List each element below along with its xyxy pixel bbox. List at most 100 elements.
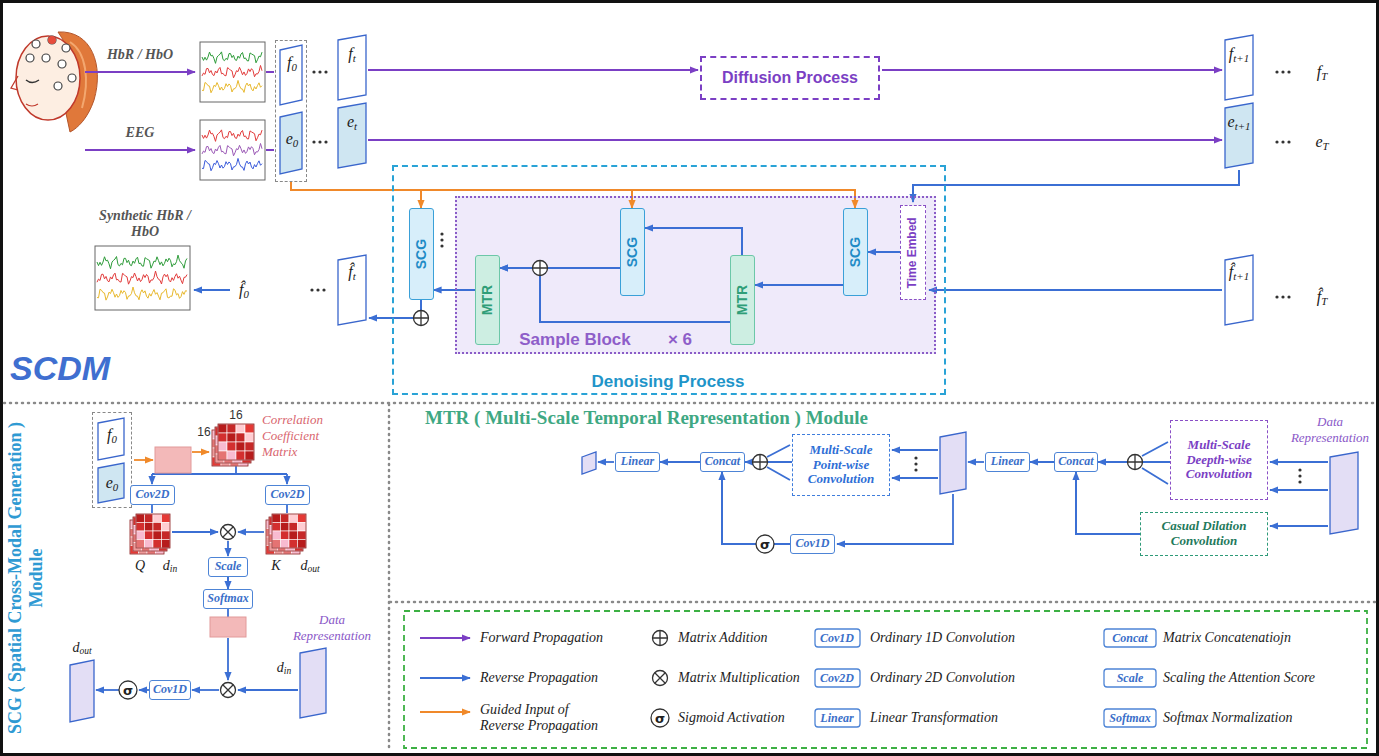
node-text: Linear xyxy=(621,455,654,469)
legend-samples xyxy=(1104,629,1156,647)
scg-module-wires xyxy=(238,689,298,691)
label-var: fT xyxy=(1317,63,1328,81)
node-text: MTR xyxy=(479,285,495,315)
head-illustration xyxy=(58,60,66,68)
matrix-stack xyxy=(145,514,154,523)
add-symbol xyxy=(653,631,668,646)
matrix-stack xyxy=(289,531,298,540)
matrix-stack xyxy=(281,523,290,532)
signal-plot xyxy=(97,271,187,284)
ellipsis-dot xyxy=(324,140,327,143)
depthwise-conv-box: Multi-Scale Deepth-wise Convolution xyxy=(1170,420,1268,500)
conv1d-box: Cov1D xyxy=(790,534,835,554)
scg-module-wires xyxy=(227,609,229,617)
data-box: f0e0 xyxy=(92,412,132,508)
data-plate xyxy=(70,660,94,722)
node-text: e0 xyxy=(106,474,119,492)
matrix-stack xyxy=(245,442,254,451)
label-small: Q xyxy=(135,558,145,574)
matrix-stack xyxy=(145,531,154,540)
pink-attention-blocks xyxy=(155,447,191,473)
node-text: Cov2D xyxy=(271,488,305,502)
data-plate xyxy=(300,648,326,718)
sigmoid-circle xyxy=(756,535,774,553)
matrix-stack xyxy=(162,523,171,532)
add-symbol xyxy=(653,631,668,646)
matrix-stack xyxy=(162,514,171,523)
sigmoid-circle xyxy=(119,681,137,699)
softmax-box: Softmax xyxy=(203,589,253,609)
multiply-symbol xyxy=(221,525,236,540)
conv1d-box: Cov1D xyxy=(149,680,191,700)
matrix-stack xyxy=(289,540,298,549)
node-text: SCG xyxy=(413,239,429,269)
legend-samples xyxy=(1104,709,1156,727)
label-var: et xyxy=(347,113,357,131)
ellipsis-dot xyxy=(1287,140,1290,143)
multiply-symbol xyxy=(221,525,236,540)
matrix-stack xyxy=(153,514,162,523)
label-sigma: σ xyxy=(760,537,770,552)
multiply-symbol xyxy=(223,685,234,696)
legend-text: Matrix Multiplication xyxy=(678,670,800,686)
node-text: Cov2D xyxy=(136,488,170,502)
matrix-stack xyxy=(227,442,236,451)
ellipsis-dot xyxy=(318,140,321,143)
scg-block: SCG xyxy=(409,208,434,300)
node-text: Diffusion Process xyxy=(722,69,858,87)
signal-plot xyxy=(200,42,265,102)
matrix-stack xyxy=(218,442,227,451)
signal-plot xyxy=(202,143,262,155)
legend-samples xyxy=(815,709,860,727)
scale-box: Scale xyxy=(208,557,248,577)
node-text: MTR xyxy=(734,285,750,315)
scg-module-wires xyxy=(134,459,153,461)
matrix-stack xyxy=(218,424,254,460)
signal-plot xyxy=(202,65,262,77)
signal-plot xyxy=(200,42,265,102)
connector xyxy=(660,461,700,463)
head-illustration xyxy=(11,32,97,132)
matrix-stack xyxy=(136,514,145,523)
legend-text: Scaling the Attention Score xyxy=(1163,670,1315,686)
connector xyxy=(722,472,790,544)
matrix-stack xyxy=(236,433,245,442)
legend-samples xyxy=(420,677,470,679)
data-plate xyxy=(1225,35,1253,100)
head-illustration xyxy=(48,36,56,44)
scg-module-wires xyxy=(238,531,264,533)
node-text: Denoising Process xyxy=(591,372,744,392)
pink-attention-blocks xyxy=(210,617,246,637)
label-sig: HbR / HbO xyxy=(107,47,173,63)
ellipsis-dot xyxy=(1275,140,1278,143)
generated-illustration xyxy=(70,35,1358,727)
sigmoid-circle xyxy=(756,535,774,553)
label-box: Cov1D xyxy=(820,631,854,646)
ellipsis-dot xyxy=(1287,295,1290,298)
reverse-arrows xyxy=(420,300,422,310)
ellipsis-dot xyxy=(1298,480,1301,483)
matrix-stack xyxy=(245,424,254,433)
matrix-stack xyxy=(289,514,298,523)
matrix-stack xyxy=(136,540,145,549)
label-var: f̂t+1 xyxy=(1229,263,1249,281)
pointwise-conv-box: Multi-Scale Point-wise Convolution xyxy=(792,434,890,496)
label-box: Softmax xyxy=(1109,711,1150,726)
scg-module-wires xyxy=(152,504,287,513)
head-illustration xyxy=(62,44,70,52)
head-illustration xyxy=(26,36,76,90)
data-plate xyxy=(280,45,302,105)
frame xyxy=(4,403,1375,752)
matrix-stack xyxy=(298,523,307,532)
ellipsis-dot xyxy=(1298,474,1301,477)
legend-samples xyxy=(815,629,860,647)
legend-samples xyxy=(815,629,1156,727)
mtr-block: MTR xyxy=(475,255,500,345)
label-small: dout xyxy=(300,558,319,574)
connector xyxy=(291,182,421,208)
head-illustration xyxy=(16,36,80,120)
node-text: Casual Dilation Convolution xyxy=(1145,519,1263,549)
signal-plot xyxy=(95,246,190,310)
mtr-module-wires xyxy=(892,449,938,451)
matrix-stack xyxy=(136,531,145,540)
